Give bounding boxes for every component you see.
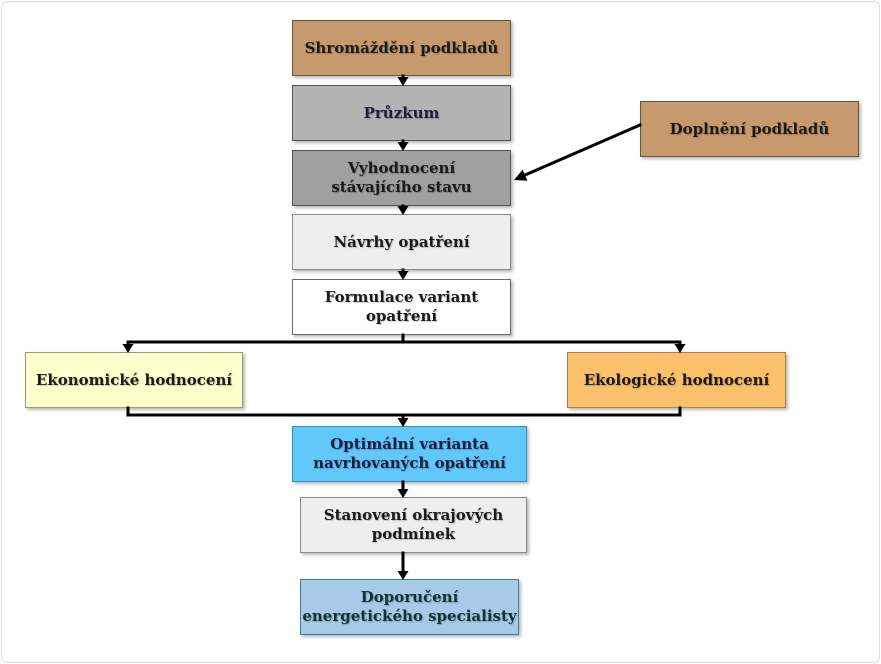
step-label-line-2: navrhovaných opatření — [313, 454, 506, 472]
step-label: Návrhy opatření — [333, 232, 470, 251]
step-optimal-variant: Optimální varianta navrhovaných opatření — [292, 426, 527, 482]
step-label-line-2: opatření — [365, 307, 438, 325]
step-label-line-1: Vyhodnocení — [347, 159, 456, 177]
step-label: Průzkum — [363, 103, 440, 122]
input-label: Doplnění podkladů — [669, 119, 830, 138]
step-label-line-2: energetického specialisty — [302, 607, 517, 625]
assessment-label: Ekonomické hodnocení — [35, 370, 233, 389]
step-specialist-recommendation: Doporučení energetického specialisty — [300, 579, 519, 635]
step-label-line-1: Doporučení — [360, 588, 459, 606]
assessment-economic: Ekonomické hodnocení — [25, 352, 243, 408]
step-label-line-2: stávajícího stavu — [331, 178, 472, 196]
step-label-line-1: Formulace variant — [324, 288, 479, 306]
input-supplement-documents: Doplnění podkladů — [640, 101, 859, 157]
step-measure-proposals: Návrhy opatření — [292, 214, 511, 270]
step-evaluate-current-state: Vyhodnocení stávajícího stavu — [292, 150, 511, 206]
assessment-label: Ekologické hodnocení — [583, 370, 770, 389]
step-survey: Průzkum — [292, 85, 511, 141]
step-label-line-2: podmínek — [371, 525, 456, 543]
step-gather-documents: Shromáždění podkladů — [292, 20, 511, 76]
step-label: Shromáždění podkladů — [304, 38, 499, 57]
step-boundary-conditions: Stanovení okrajových podmínek — [300, 497, 527, 553]
step-label-line-1: Stanovení okrajových — [323, 506, 504, 524]
step-label-line-1: Optimální varianta — [330, 435, 489, 453]
assessment-ecological: Ekologické hodnocení — [567, 352, 786, 408]
step-formulate-variants: Formulace variant opatření — [292, 279, 511, 335]
